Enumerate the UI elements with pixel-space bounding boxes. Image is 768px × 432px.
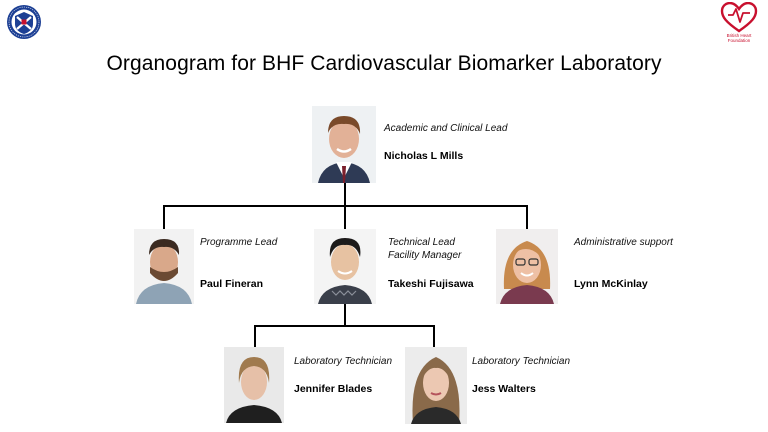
role-label-secondary: Facility Manager [388,250,462,261]
person-name: Nicholas L Mills [384,150,464,162]
connector-mid-vertical [344,304,346,326]
person-name: Jennifer Blades [294,383,373,395]
bhf-logo-line2: Foundation [727,38,751,43]
role-label: Programme Lead [200,237,278,248]
connector-to-tech-1 [254,325,256,347]
person-name: Takeshi Fujisawa [388,278,474,290]
page-title: Organogram for BHF Cardiovascular Biomar… [106,52,662,75]
portrait-photo-nicholas [312,106,376,183]
person-name: Jess Walters [472,383,536,395]
role-label: Academic and Clinical Lead [384,123,508,134]
role-label: Laboratory Technician [294,356,393,367]
university-crest-logo [6,4,42,40]
connector-to-admin-support [526,205,528,229]
person-name: Lynn McKinlay [574,278,648,290]
connector-top-vertical [344,183,346,206]
portrait-photo-jess [405,347,467,424]
portrait-photo-paul [134,229,194,304]
bhf-logo-line1: British Heart [726,33,752,38]
role-label: Laboratory Technician [472,356,571,367]
bhf-heart-logo: British Heart Foundation [716,1,762,46]
portrait-photo-lynn [496,229,558,304]
connector-to-technical-lead [344,205,346,229]
role-label: Administrative support [574,237,673,248]
portrait-photo-jennifer [224,347,284,423]
connector-level3-horizontal [254,325,435,327]
portrait-photo-takeshi [314,229,376,304]
role-label: Technical Lead [388,237,455,248]
person-name: Paul Fineran [200,278,264,290]
connector-to-tech-2 [433,325,435,347]
connector-to-programme-lead [163,205,165,229]
